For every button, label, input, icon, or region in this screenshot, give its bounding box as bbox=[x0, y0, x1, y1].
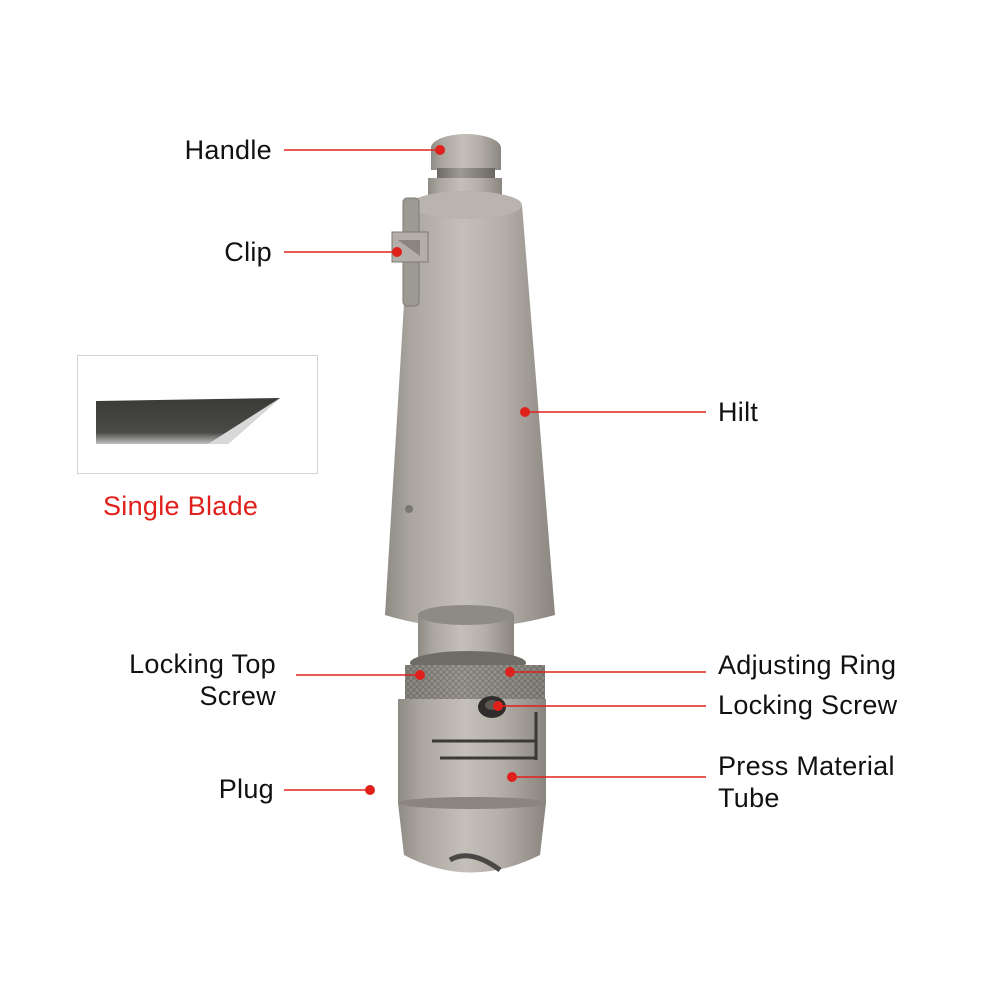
label-clip: Clip bbox=[224, 237, 272, 267]
dot-clip bbox=[392, 247, 402, 257]
label-hilt: Hilt bbox=[718, 397, 759, 427]
label-plug: Plug bbox=[218, 774, 274, 804]
label-locking-screw: Locking Screw bbox=[718, 690, 898, 720]
label-press-material-tube: Press Material Tube bbox=[718, 750, 895, 814]
press-material-tube-part bbox=[398, 696, 546, 803]
label-handle: Handle bbox=[184, 135, 272, 165]
adjusting-ring-part bbox=[405, 651, 545, 699]
blade-icon bbox=[96, 398, 280, 444]
dot-locking-screw bbox=[493, 701, 503, 711]
plug-part bbox=[398, 797, 546, 873]
dot-plug bbox=[365, 785, 375, 795]
label-press-material-tube-line2: Tube bbox=[718, 783, 780, 813]
single-blade-inset bbox=[77, 355, 318, 474]
hilt-body bbox=[385, 191, 555, 628]
label-press-material-tube-line1: Press Material bbox=[718, 751, 895, 781]
label-single-blade: Single Blade bbox=[103, 491, 259, 521]
dot-adjusting-ring bbox=[505, 667, 515, 677]
dot-press-material-tube bbox=[507, 772, 517, 782]
label-locking-top-screw-line2: Screw bbox=[199, 681, 276, 711]
dot-locking-top-screw bbox=[415, 670, 425, 680]
clip-part bbox=[391, 197, 429, 307]
dot-hilt bbox=[520, 407, 530, 417]
label-locking-top-screw: Locking Top Screw bbox=[60, 648, 276, 712]
dot-handle bbox=[435, 145, 445, 155]
label-locking-top-screw-line1: Locking Top bbox=[129, 649, 276, 679]
label-adjusting-ring: Adjusting Ring bbox=[718, 650, 897, 680]
